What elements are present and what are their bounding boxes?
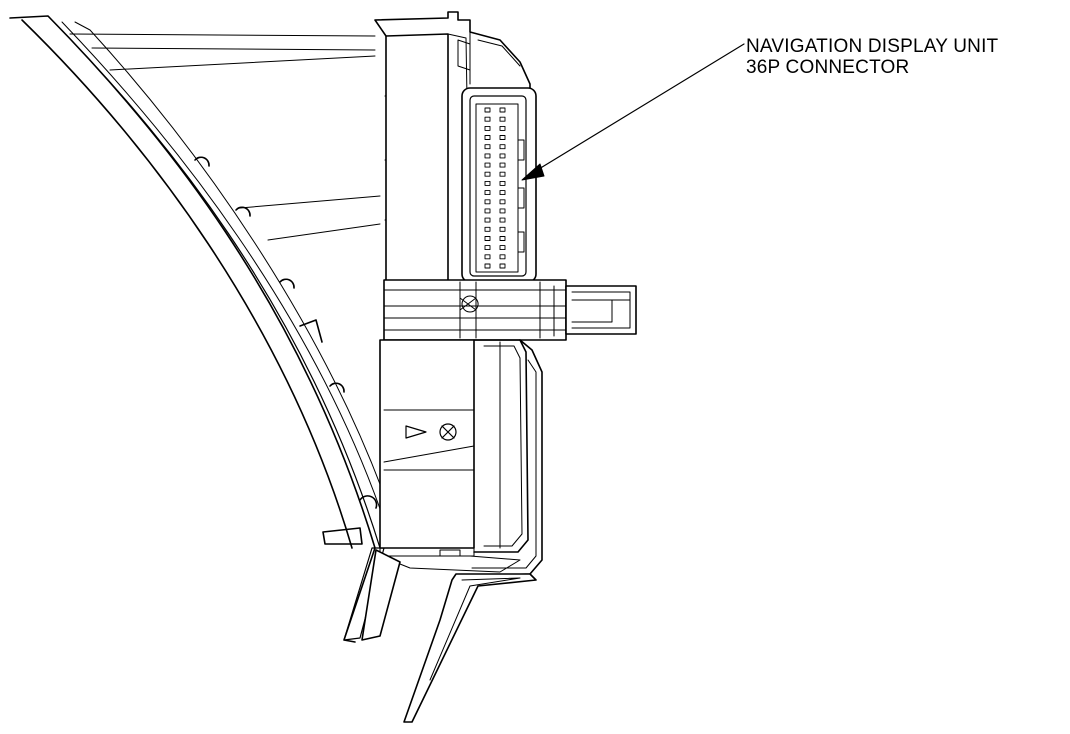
connector-pin [484,144,491,150]
connector-pin [484,107,491,113]
connector-pin [484,254,491,260]
connector-pin [484,153,491,159]
connector-pin [484,236,491,241]
connector-pin [499,190,506,196]
callout-line-2: 36P CONNECTOR [746,57,910,78]
connector-pin [499,180,506,186]
connector-pin [499,236,506,241]
callout-leader [521,43,745,181]
connector-pin [484,263,491,269]
lower-chassis [361,339,543,723]
connector-pin [499,116,506,122]
connector-pin [499,144,506,150]
connector-pin [484,125,491,131]
connector-pin [499,125,506,131]
dashboard-bezel [9,15,387,643]
connector-pin [484,199,491,205]
mounting-bracket [383,279,637,341]
callout-line-1: NAVIGATION DISPLAY UNIT [746,36,999,57]
connector-pin [484,190,491,196]
connector-pin [484,208,491,214]
connector-pin [499,199,506,205]
connector-pin [484,171,491,177]
connector-pin [484,180,491,186]
connector-pin [499,263,506,269]
connector-36p [461,87,537,283]
connector-pins [484,107,506,269]
connector-callout-label: NAVIGATION DISPLAY UNIT 36P CONNECTOR [746,36,998,78]
connector-pin [499,153,506,159]
connector-pin [484,116,491,122]
connector-pin [499,162,506,168]
screw-mark [405,423,457,441]
connector-pin [499,254,506,260]
connector-pin [484,162,491,168]
connector-pin [484,226,491,232]
connector-pin [499,208,506,214]
connector-pin [499,245,506,251]
connector-pin [499,226,506,232]
connector-pin [484,245,491,251]
connector-pin [499,107,506,113]
connector-pin [499,171,506,177]
connector-pin [484,135,491,140]
connector-pin [499,217,506,223]
connector-pin [484,217,491,223]
connector-pin [499,135,506,140]
